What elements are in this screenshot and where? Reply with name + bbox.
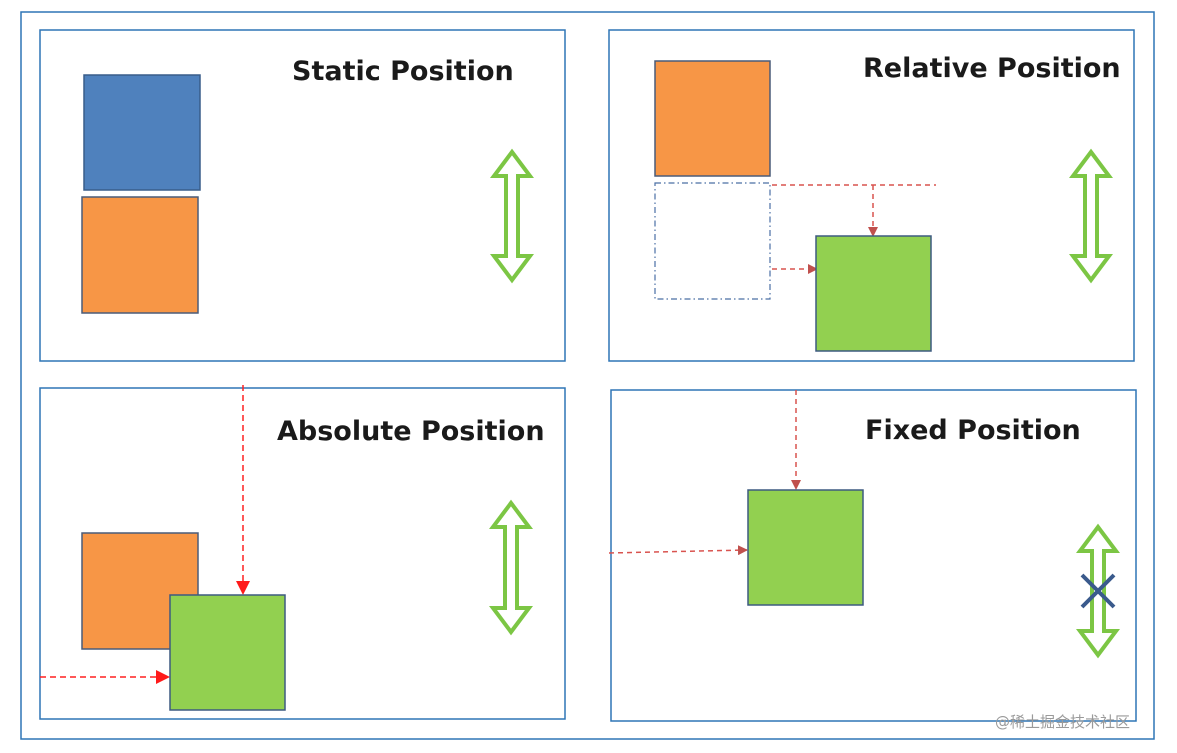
relative-original-slot: [654, 182, 771, 300]
absolute-green-box: [169, 594, 286, 711]
relative-orange-box: [654, 60, 771, 177]
panel-static: Static Position: [39, 29, 566, 362]
relative-green-box: [815, 235, 932, 352]
panel-absolute: Absolute Position: [39, 385, 566, 720]
panel-absolute-title: Absolute Position: [277, 416, 545, 447]
cross-icon: [1080, 573, 1116, 609]
scroll-arrow-icon: [490, 148, 534, 284]
outer-frame: [20, 11, 1155, 740]
fixed-left-offset-arrow: [608, 545, 748, 556]
panel-relative: Relative Position: [608, 29, 1135, 362]
fixed-green-box: [747, 489, 864, 606]
panel-fixed: Fixed Position: [608, 389, 1137, 722]
scroll-arrow-icon: [489, 499, 533, 636]
static-orange-box: [81, 196, 199, 314]
panel-static-frame: [39, 29, 566, 362]
scroll-arrow-icon: [1069, 148, 1113, 284]
panel-absolute-frame: [39, 387, 566, 720]
panel-fixed-frame: [610, 389, 1137, 722]
panel-static-title: Static Position: [292, 56, 514, 87]
static-blue-box: [83, 74, 201, 191]
panel-fixed-title: Fixed Position: [865, 415, 1081, 446]
panel-relative-title: Relative Position: [863, 53, 1121, 84]
watermark: @稀土掘金技术社区: [995, 713, 1130, 731]
panel-relative-frame: [608, 29, 1135, 362]
